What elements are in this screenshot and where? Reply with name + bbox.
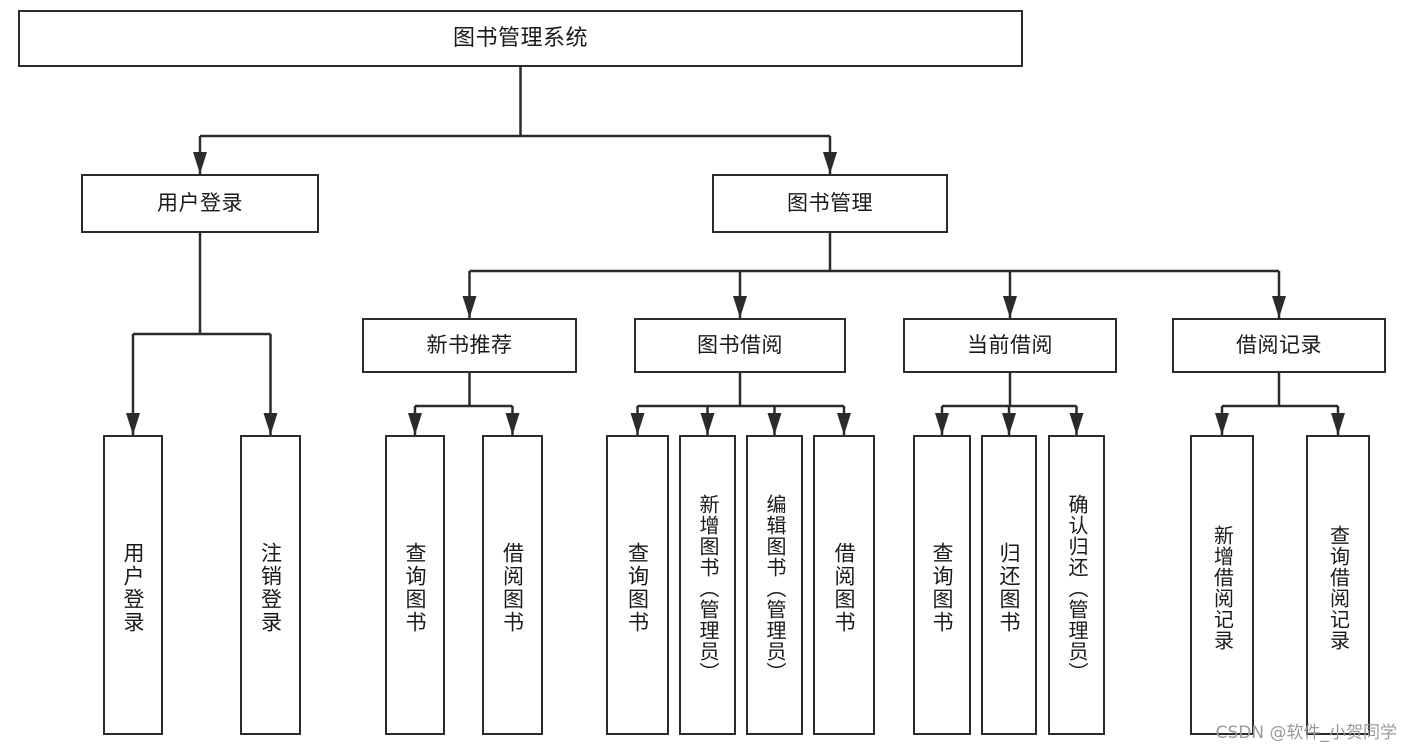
node-login[interactable]: 用户登录 bbox=[81, 174, 319, 233]
node-current[interactable]: 当前借阅 bbox=[903, 318, 1117, 373]
node-label: 确认归还（管理员） bbox=[1065, 493, 1089, 683]
arrow-head bbox=[1003, 296, 1017, 318]
arrow-head bbox=[733, 296, 747, 318]
arrow-head bbox=[837, 413, 851, 435]
node-records[interactable]: 借阅记录 bbox=[1172, 318, 1386, 373]
node-label: 借阅图书 bbox=[832, 542, 857, 634]
node-label: 查询借阅记录 bbox=[1326, 525, 1351, 651]
arrow-head bbox=[462, 296, 477, 318]
node-bookmgmt[interactable]: 图书管理 bbox=[712, 174, 948, 233]
node-l-queryrec[interactable]: 查询借阅记录 bbox=[1306, 435, 1370, 735]
node-l-edit[interactable]: 编辑图书（管理员） bbox=[746, 435, 803, 735]
node-label: 查询图书 bbox=[403, 542, 428, 634]
node-label: 用户登录 bbox=[121, 542, 146, 634]
watermark-label: CSDN @软件_小贺同学 bbox=[1215, 723, 1397, 743]
arrow-head bbox=[505, 413, 520, 435]
node-l-borrow2[interactable]: 借阅图书 bbox=[813, 435, 875, 735]
node-l-borrow1[interactable]: 借阅图书 bbox=[482, 435, 543, 735]
arrow-head bbox=[630, 413, 645, 435]
node-label: 归还图书 bbox=[997, 542, 1022, 634]
node-newbook[interactable]: 新书推荐 bbox=[362, 318, 577, 373]
node-label: 借阅记录 bbox=[1236, 333, 1322, 358]
node-label: 新增借阅记录 bbox=[1210, 525, 1235, 651]
arrow-head bbox=[263, 413, 278, 435]
node-label: 用户登录 bbox=[157, 191, 243, 216]
node-l-addrec[interactable]: 新增借阅记录 bbox=[1190, 435, 1254, 735]
arrow-head bbox=[1215, 413, 1229, 435]
node-label: 查询图书 bbox=[930, 542, 955, 634]
node-label: 注销登录 bbox=[258, 542, 283, 634]
arrow-head bbox=[1331, 413, 1345, 435]
arrow-head bbox=[935, 413, 949, 435]
node-label: 图书管理 bbox=[787, 191, 873, 216]
node-label: 图书管理系统 bbox=[452, 25, 588, 51]
arrow-head bbox=[1272, 296, 1286, 318]
node-borrow[interactable]: 图书借阅 bbox=[634, 318, 846, 373]
arrow-head bbox=[700, 413, 715, 435]
node-label: 借阅图书 bbox=[500, 542, 525, 634]
arrow-head bbox=[823, 152, 837, 174]
node-l-logout[interactable]: 注销登录 bbox=[240, 435, 301, 735]
node-label: 图书借阅 bbox=[697, 333, 783, 358]
node-label: 当前借阅 bbox=[967, 333, 1053, 358]
node-l-login[interactable]: 用户登录 bbox=[103, 435, 163, 735]
node-root[interactable]: 图书管理系统 bbox=[18, 10, 1023, 67]
node-l-query3[interactable]: 查询图书 bbox=[913, 435, 971, 735]
node-l-query2[interactable]: 查询图书 bbox=[606, 435, 669, 735]
node-l-query1[interactable]: 查询图书 bbox=[385, 435, 445, 735]
node-l-confirm[interactable]: 确认归还（管理员） bbox=[1048, 435, 1105, 735]
node-l-add[interactable]: 新增图书（管理员） bbox=[679, 435, 736, 735]
arrow-head bbox=[126, 413, 140, 435]
arrow-head bbox=[408, 413, 422, 435]
node-label: 编辑图书（管理员） bbox=[763, 493, 787, 683]
arrow-head bbox=[1069, 413, 1084, 435]
node-l-return[interactable]: 归还图书 bbox=[981, 435, 1037, 735]
arrow-head bbox=[767, 413, 782, 435]
node-label: 新书推荐 bbox=[426, 333, 513, 358]
arrow-head bbox=[1002, 413, 1016, 435]
node-label: 新增图书（管理员） bbox=[696, 493, 720, 683]
arrow-head bbox=[193, 152, 207, 174]
node-label: 查询图书 bbox=[625, 542, 650, 634]
